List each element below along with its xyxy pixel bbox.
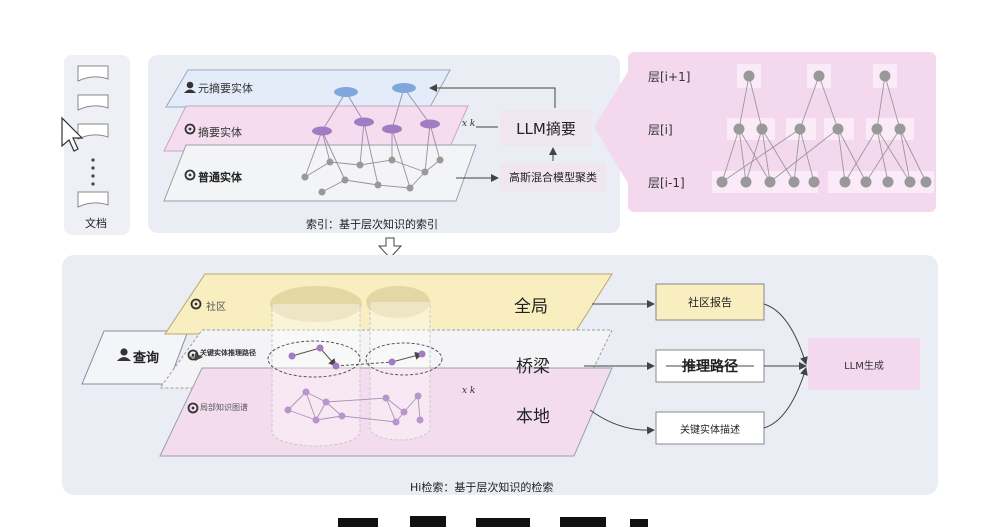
retrieval-arrows bbox=[188, 300, 808, 435]
meta-summary-nodes bbox=[334, 83, 416, 97]
level-label-upper: 层[i+1] bbox=[648, 70, 691, 84]
level-label-lower: 层[i-1] bbox=[648, 176, 685, 190]
meta-summary-layer-label: 元摘要实体 bbox=[198, 82, 253, 95]
bridge-ellipse bbox=[267, 340, 361, 378]
llm-generate-box bbox=[808, 338, 920, 390]
reasoning-path bbox=[291, 347, 423, 367]
local-graph-nodes bbox=[284, 388, 424, 426]
community-cylinder bbox=[369, 302, 431, 441]
gmm-cluster-box bbox=[500, 163, 606, 191]
community-cylinder bbox=[271, 304, 361, 447]
hierarchy-nodes bbox=[716, 70, 932, 188]
llm-summary-label: LLM摘要 bbox=[516, 119, 576, 138]
level-label-middle: 层[i] bbox=[648, 123, 673, 137]
cropped-text-fragment bbox=[338, 516, 648, 527]
target-icon bbox=[187, 402, 199, 414]
index-caption: 索引：基于层次知识的索引 bbox=[306, 218, 438, 231]
community-report-label: 社区报告 bbox=[688, 296, 732, 309]
documents-label: 文档 bbox=[85, 217, 107, 230]
community-layer-label: 社区 bbox=[206, 302, 226, 313]
target-icon bbox=[190, 298, 202, 310]
query-label: 查询 bbox=[133, 351, 160, 366]
mark-xk: x k bbox=[462, 386, 475, 396]
bridge-nodes bbox=[288, 344, 426, 370]
retrieval-caption: Hi检索：基于层次知识的检索 bbox=[410, 481, 554, 494]
summary-nodes bbox=[312, 117, 440, 136]
entity-description-label: 关键实体描述 bbox=[680, 424, 740, 436]
user-icon bbox=[117, 348, 131, 361]
llm-summary-box bbox=[500, 110, 592, 146]
llm-generate-label: LLM生成 bbox=[844, 360, 884, 372]
target-icon bbox=[184, 169, 196, 181]
community-report-box bbox=[655, 283, 765, 321]
target-icon bbox=[184, 123, 196, 135]
global-scope-label: 全局 bbox=[514, 297, 548, 317]
summary-layer-label: 摘要实体 bbox=[198, 126, 242, 139]
community-cluster bbox=[270, 286, 362, 322]
entity-layer-label: 普通实体 bbox=[198, 171, 242, 184]
mark-xk: x k bbox=[462, 119, 475, 129]
entity-description-box bbox=[655, 411, 765, 445]
hierarchy-edges bbox=[721, 75, 927, 183]
index-arrows bbox=[429, 84, 557, 182]
documents-ellipsis bbox=[91, 158, 95, 186]
down-arrow-icon bbox=[377, 237, 403, 259]
reasoning-path-label: 推理路径 bbox=[682, 359, 738, 375]
index-graph-edges bbox=[304, 87, 441, 193]
community-cluster bbox=[366, 286, 430, 318]
bridge-layer-label: 关键实体推理路径 bbox=[200, 349, 256, 357]
mouse-cursor-icon bbox=[61, 116, 84, 152]
document-icons bbox=[77, 65, 109, 208]
zoom-callout bbox=[594, 65, 632, 190]
user-icon bbox=[184, 81, 196, 93]
entity-nodes bbox=[301, 156, 444, 196]
bridge-scope-label: 桥梁 bbox=[516, 357, 550, 377]
local-graph-edges bbox=[287, 391, 421, 423]
bridge-ellipse bbox=[365, 342, 443, 376]
local-scope-label: 本地 bbox=[516, 407, 550, 427]
local-layer-label: 局部知识图谱 bbox=[200, 403, 248, 412]
gmm-cluster-label: 高斯混合模型聚类 bbox=[509, 171, 597, 184]
